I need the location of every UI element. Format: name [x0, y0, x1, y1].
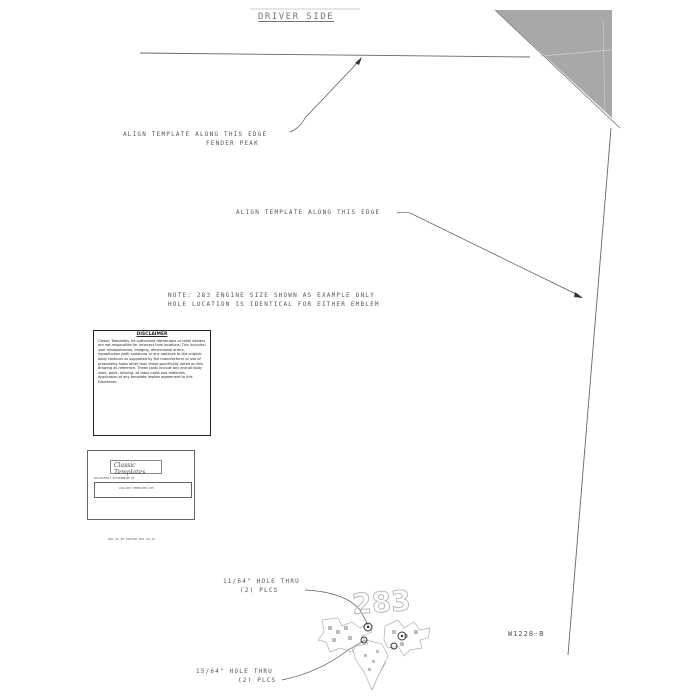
fender-peak-line: [139, 52, 531, 58]
callout-edge: ALIGN TEMPLATE ALONG THIS EDGE: [236, 209, 381, 216]
upper-hole-size: 11/64" HOLE THRU: [223, 578, 300, 585]
corner-diagonal: [494, 9, 621, 129]
hole-marker-lower: [360, 636, 368, 644]
note-line2: HOLE LOCATION IS IDENTICAL FOR EITHER EM…: [168, 301, 380, 308]
leader-upper-hole: [304, 589, 369, 626]
hole-marker-lower: [390, 642, 398, 650]
dealer-box: LOW-COST-TEMPLATES.COM: [94, 482, 192, 498]
dealer-name: LOW-COST-TEMPLATES.COM: [119, 487, 154, 490]
maker-logo-text: Classic Templates: [114, 462, 146, 476]
wedge-line: [602, 19, 606, 113]
callout-fender-line1: ALIGN TEMPLATE ALONG THIS EDGE: [123, 131, 268, 138]
disclaimer-body: Classic Templates, its authorized distri…: [98, 338, 206, 384]
lower-hole-qty: (2) PLCS: [238, 677, 277, 684]
callout-fender-line2: FENDER PEAK: [206, 140, 259, 147]
corner-wedge: [495, 10, 612, 118]
page-title: DRIVER SIDE: [258, 12, 335, 22]
leader-lower-hole: [281, 639, 366, 681]
emblem-flags: [317, 617, 431, 691]
alignment-edge: [567, 127, 612, 656]
lower-hole-size: 15/64" HOLE THRU: [196, 668, 273, 675]
arrowhead: [355, 57, 362, 65]
drawing-reference: DWG #2_06 DRIVER 283 50-19: [108, 537, 155, 541]
maker-stamp: Classic Templates EXCLUSIVELY DISTRIBUTE…: [87, 450, 195, 520]
upper-hole-qty: (2) PLCS: [240, 587, 279, 594]
hole-marker-upper: [363, 622, 373, 632]
note-line1: NOTE: 283 ENGINE SIZE SHOWN AS EXAMPLE O…: [168, 292, 375, 299]
maker-logo: Classic Templates: [110, 460, 162, 476]
leader-edge: [396, 211, 581, 297]
arrowhead: [574, 292, 583, 298]
dealer-heading: EXCLUSIVELY DISTRIBUTED BY: [94, 477, 135, 480]
emblem-number: 283: [351, 584, 412, 621]
disclaimer-box: DISCLAIMER Classic Templates, its author…: [93, 330, 211, 436]
wedge-line: [539, 49, 613, 57]
leader-fender: [289, 59, 361, 133]
part-number: W1228-B: [508, 630, 545, 638]
disclaimer-heading: DISCLAIMER: [136, 332, 168, 337]
hole-marker-upper: [397, 631, 407, 641]
